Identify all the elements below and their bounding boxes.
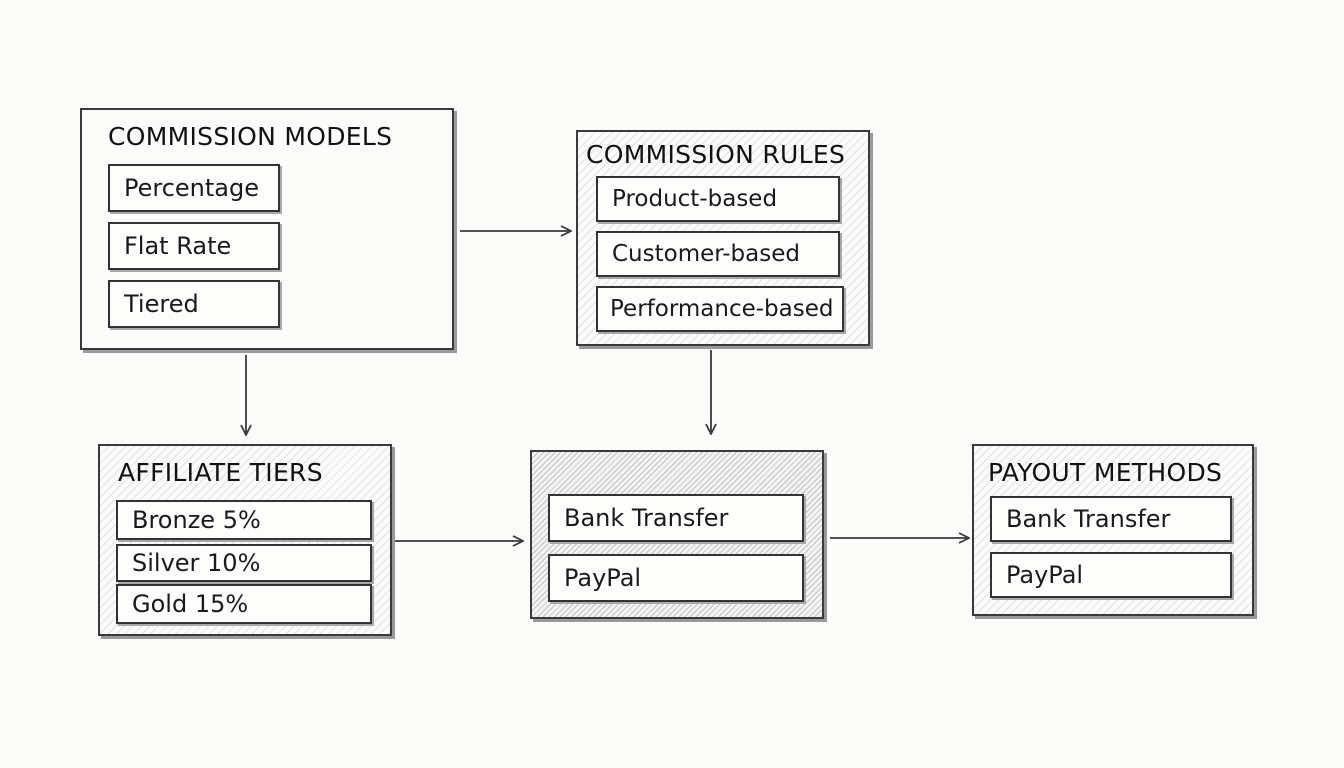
model-item-flat-rate: Flat Rate [108, 222, 280, 270]
model-item-percentage: Percentage [108, 164, 280, 212]
commission-models-box: COMMISSION MODELS Percentage Flat Rate T… [80, 108, 454, 350]
affiliate-tiers-box: AFFILIATE TIERS Bronze 5% Silver 10% Gol… [98, 444, 392, 636]
tier-item-silver: Silver 10% [116, 544, 372, 582]
payout-methods-box: PAYOUT METHODS Bank Transfer PayPal [972, 444, 1254, 616]
commission-rules-title: COMMISSION RULES [586, 140, 846, 169]
rule-item-customer-based: Customer-based [596, 231, 840, 277]
rule-item-product-based: Product-based [596, 176, 840, 222]
commission-rules-box: COMMISSION RULES Product-based Customer-… [576, 130, 870, 346]
payout-processing-box: Bank Transfer PayPal [530, 450, 824, 619]
rule-item-performance-based: Performance-based [596, 286, 844, 332]
payout-item-paypal: PayPal [548, 554, 804, 602]
tier-item-gold: Gold 15% [116, 584, 372, 624]
payout-methods-title: PAYOUT METHODS [988, 458, 1223, 487]
model-item-tiered: Tiered [108, 280, 280, 328]
method-item-paypal: PayPal [990, 552, 1232, 598]
method-item-bank-transfer: Bank Transfer [990, 496, 1232, 542]
affiliate-tiers-title: AFFILIATE TIERS [118, 458, 323, 487]
commission-models-title: COMMISSION MODELS [108, 122, 393, 151]
tier-item-bronze: Bronze 5% [116, 500, 372, 540]
payout-item-bank-transfer: Bank Transfer [548, 494, 804, 542]
